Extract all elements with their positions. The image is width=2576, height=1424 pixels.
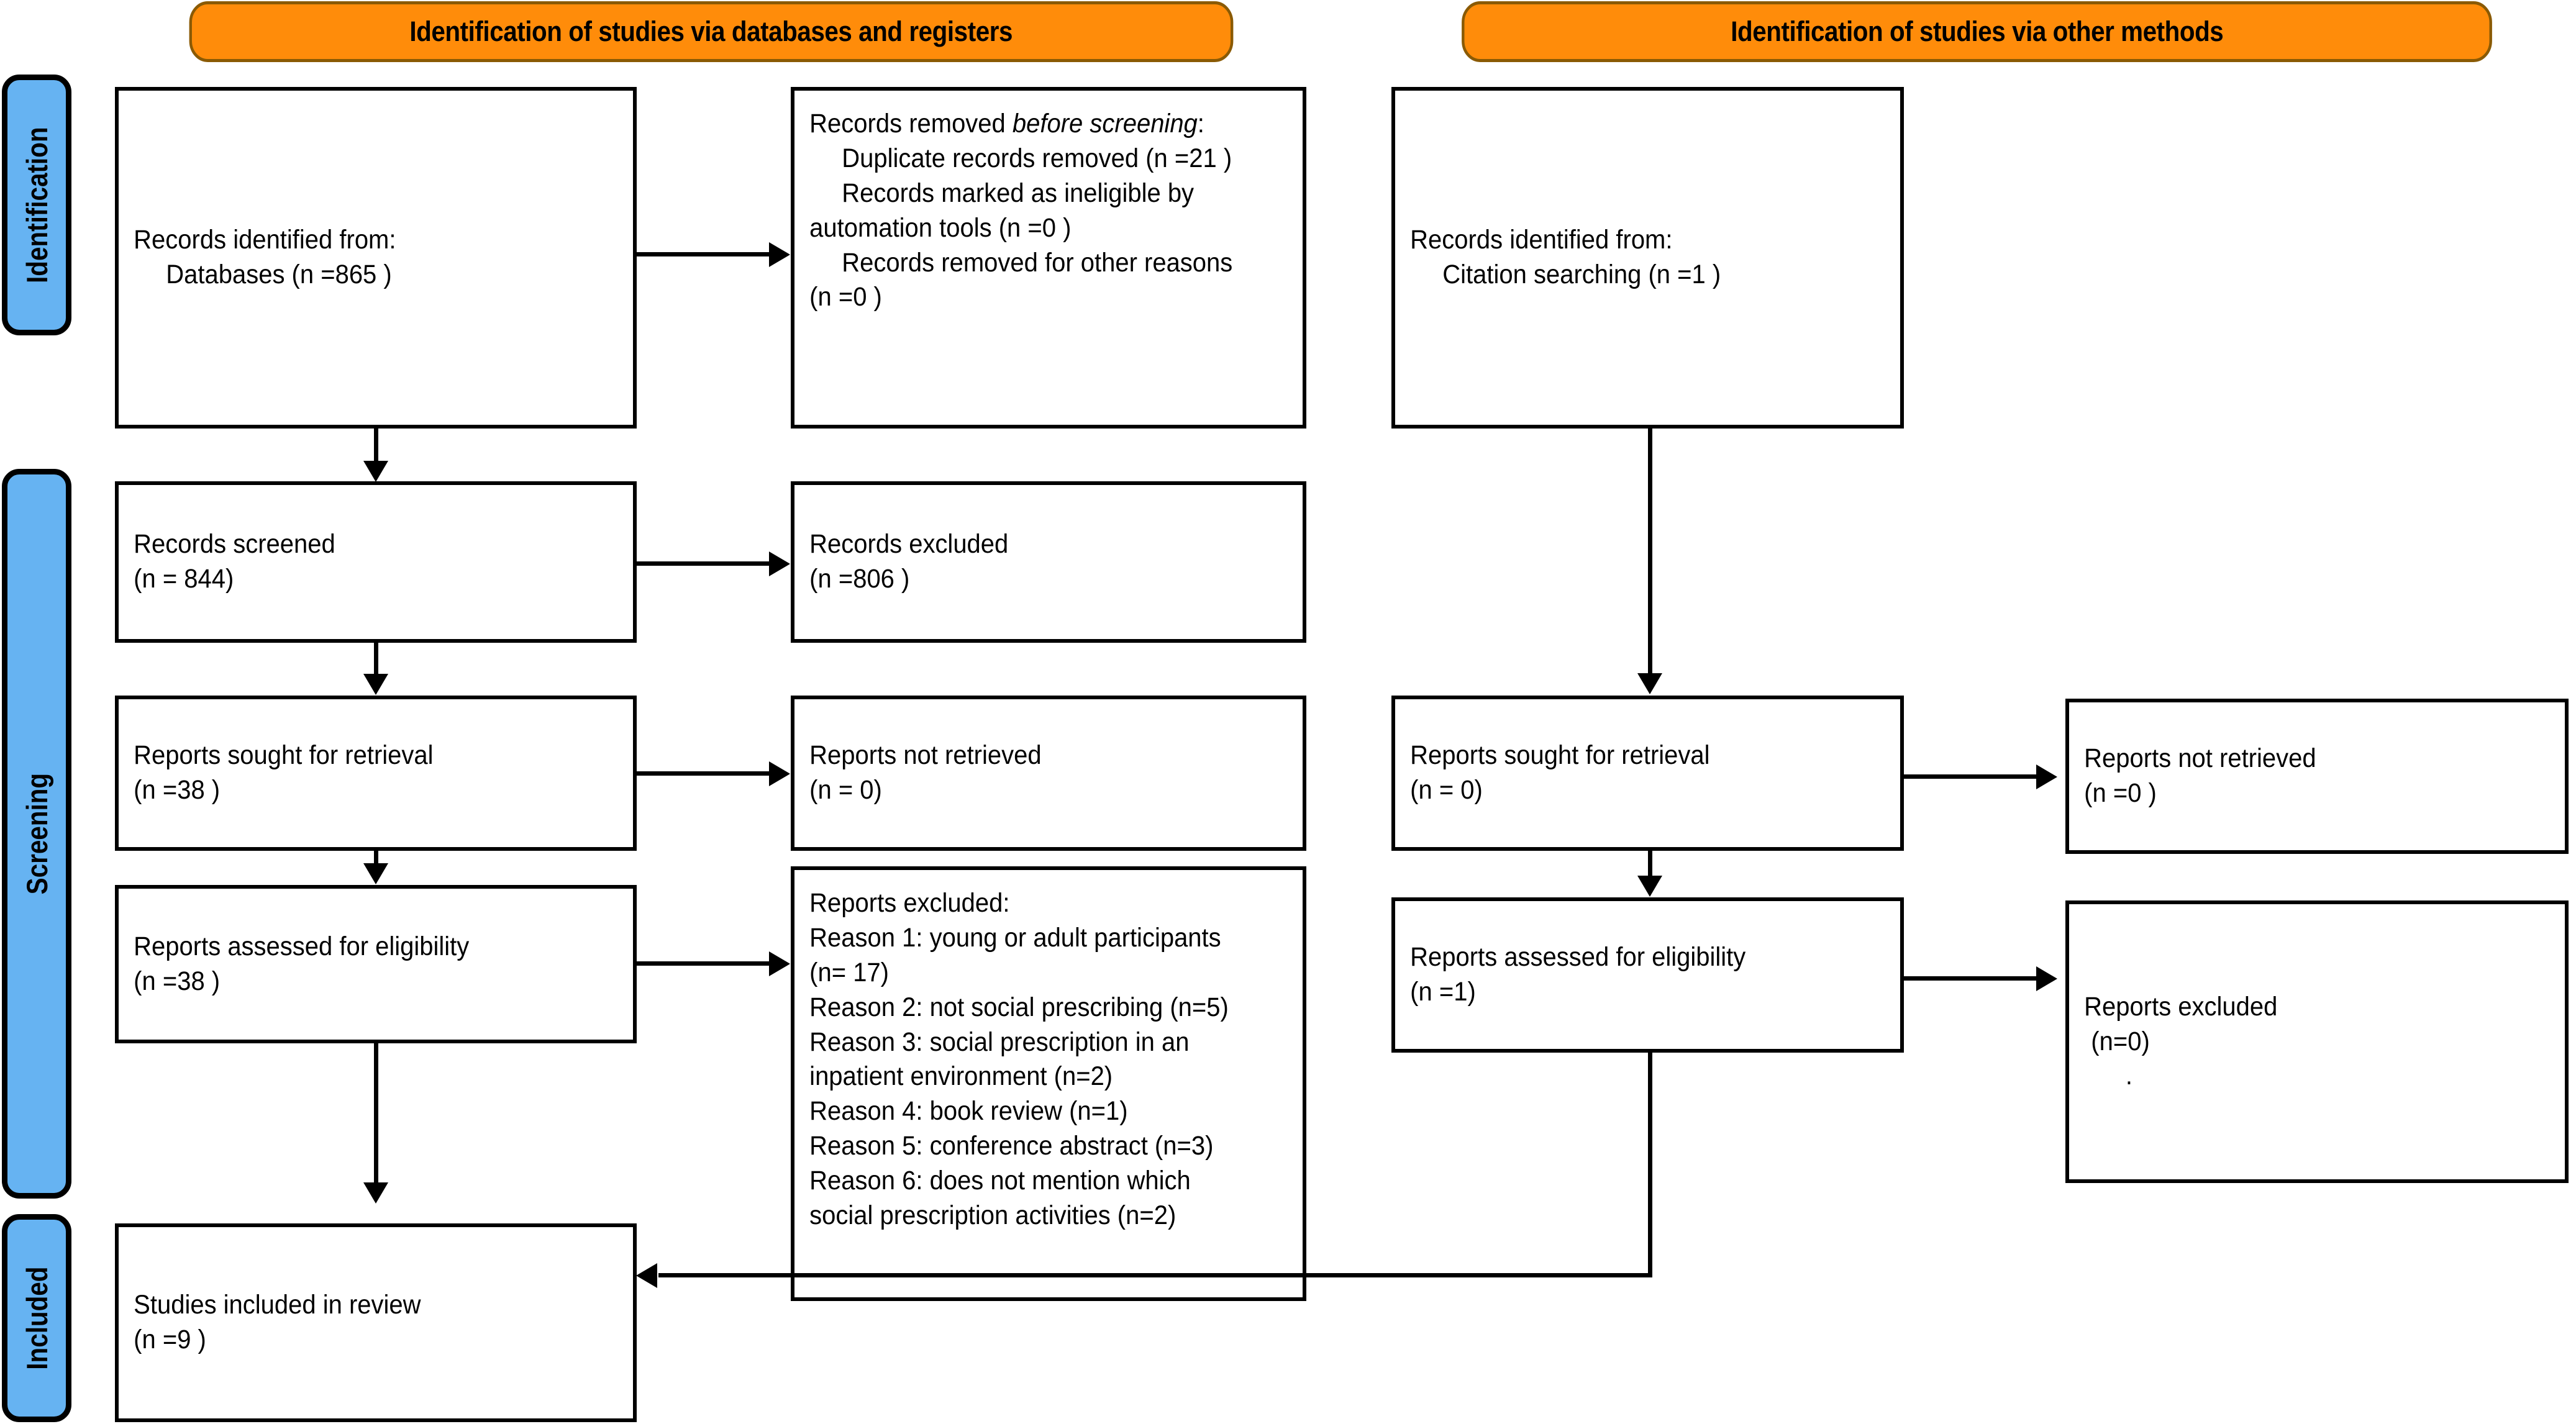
connector-sought-to-assessed [374,851,378,864]
box-records-excluded-text: Records excluded (n =806 ) [809,529,1009,594]
box-reports-assessed-eligibility-other-text: Reports assessed for eligibility (n =1) [1410,942,1746,1007]
arrow-identified-to-removed-icon [769,242,790,267]
box-records-identified-citation: Records identified from: Citation search… [1391,87,1904,429]
box-records-identified-citation-text: Records identified from: Citation search… [1410,225,1721,289]
box-studies-included-review: Studies included in review (n =9 ) [115,1223,637,1422]
header-databases-registers: Identification of studies via databases … [189,1,1234,62]
box-reports-sought-retrieval-other: Reports sought for retrieval (n = 0) [1391,696,1904,851]
box-reports-not-retrieved-other-text: Reports not retrieved (n =0 ) [2084,743,2316,808]
arrow-screened-to-sought-icon [363,674,388,695]
box-reports-excluded-other-text: Reports excluded (n=0) . [2084,991,2278,1091]
header-databases-registers-label: Identification of studies via databases … [409,16,1013,47]
arrow-sought-to-notretrieved-other-icon [2036,764,2057,789]
box-reports-not-retrieved-other: Reports not retrieved (n =0 ) [2065,699,2569,854]
connector-screened-to-excluded [637,561,770,566]
arrow-assessed-to-excluded-other-icon [2036,966,2057,991]
connector-assessed-to-included [374,1043,378,1184]
box-records-identified-databases-text: Records identified from: Databases (n =8… [134,225,396,289]
box-reports-sought-retrieval: Reports sought for retrieval (n =38 ) [115,696,637,851]
phase-screening-label: Screening [20,773,53,895]
connector-sought-to-assessed-other [1648,851,1652,877]
box-reports-assessed-eligibility-text: Reports assessed for eligibility (n =38 … [134,931,470,996]
box-records-removed-before-screening-text: Records removed before screening: Duplic… [809,109,1240,312]
phase-identification: Identification [2,75,71,335]
arrow-identified-to-screened-icon [363,461,388,482]
box-records-excluded: Records excluded (n =806 ) [791,481,1306,643]
arrow-assessed-to-excluded-icon [769,951,790,976]
box-records-removed-before-screening: Records removed before screening: Duplic… [791,87,1306,429]
phase-screening: Screening [2,469,71,1199]
connector-assessed-to-excluded [637,961,770,966]
connector-identified-to-screened [374,429,378,463]
connector-screened-to-sought [374,643,378,675]
box-records-screened-text: Records screened (n = 844) [134,529,335,594]
arrow-other-to-included-icon [636,1263,657,1288]
box-reports-not-retrieved-text: Reports not retrieved (n = 0) [809,740,1042,805]
connector-identified-to-removed [637,252,770,256]
box-reports-assessed-eligibility-other: Reports assessed for eligibility (n =1) [1391,897,1904,1053]
arrow-sought-to-assessed-icon [363,863,388,884]
box-reports-excluded-reasons-text: Reports excluded: Reason 1: young or adu… [809,888,1229,1231]
phase-included-label: Included [20,1266,53,1370]
box-reports-sought-retrieval-other-text: Reports sought for retrieval (n = 0) [1410,740,1710,805]
box-reports-assessed-eligibility: Reports assessed for eligibility (n =38 … [115,885,637,1043]
box-reports-sought-retrieval-text: Reports sought for retrieval (n =38 ) [134,740,434,805]
box-reports-not-retrieved: Reports not retrieved (n = 0) [791,696,1306,851]
header-other-methods-label: Identification of studies via other meth… [1730,16,2224,47]
box-studies-included-review-text: Studies included in review (n =9 ) [134,1290,421,1354]
connector-assessed-other-down [1648,1053,1652,1275]
connector-citation-to-sought [1648,429,1652,674]
box-records-screened: Records screened (n = 844) [115,481,637,643]
connector-sought-to-notretrieved-other [1904,774,2037,779]
connector-sought-to-notretrieved [637,771,770,776]
arrow-sought-to-assessed-other-icon [1637,876,1662,897]
box-reports-excluded-reasons: Reports excluded: Reason 1: young or adu… [791,866,1306,1301]
header-other-methods: Identification of studies via other meth… [1462,1,2492,62]
arrow-screened-to-excluded-icon [769,551,790,576]
arrow-assessed-to-included-icon [363,1182,388,1204]
arrow-citation-to-sought-icon [1637,673,1662,694]
phase-identification-label: Identification [20,127,53,283]
connector-assessed-other-left [658,1273,1652,1277]
box-reports-excluded-other: Reports excluded (n=0) . [2065,900,2569,1183]
connector-assessed-to-excluded-other [1904,976,2037,981]
arrow-sought-to-notretrieved-icon [769,761,790,786]
box-records-identified-databases: Records identified from: Databases (n =8… [115,87,637,429]
phase-included: Included [2,1214,71,1422]
